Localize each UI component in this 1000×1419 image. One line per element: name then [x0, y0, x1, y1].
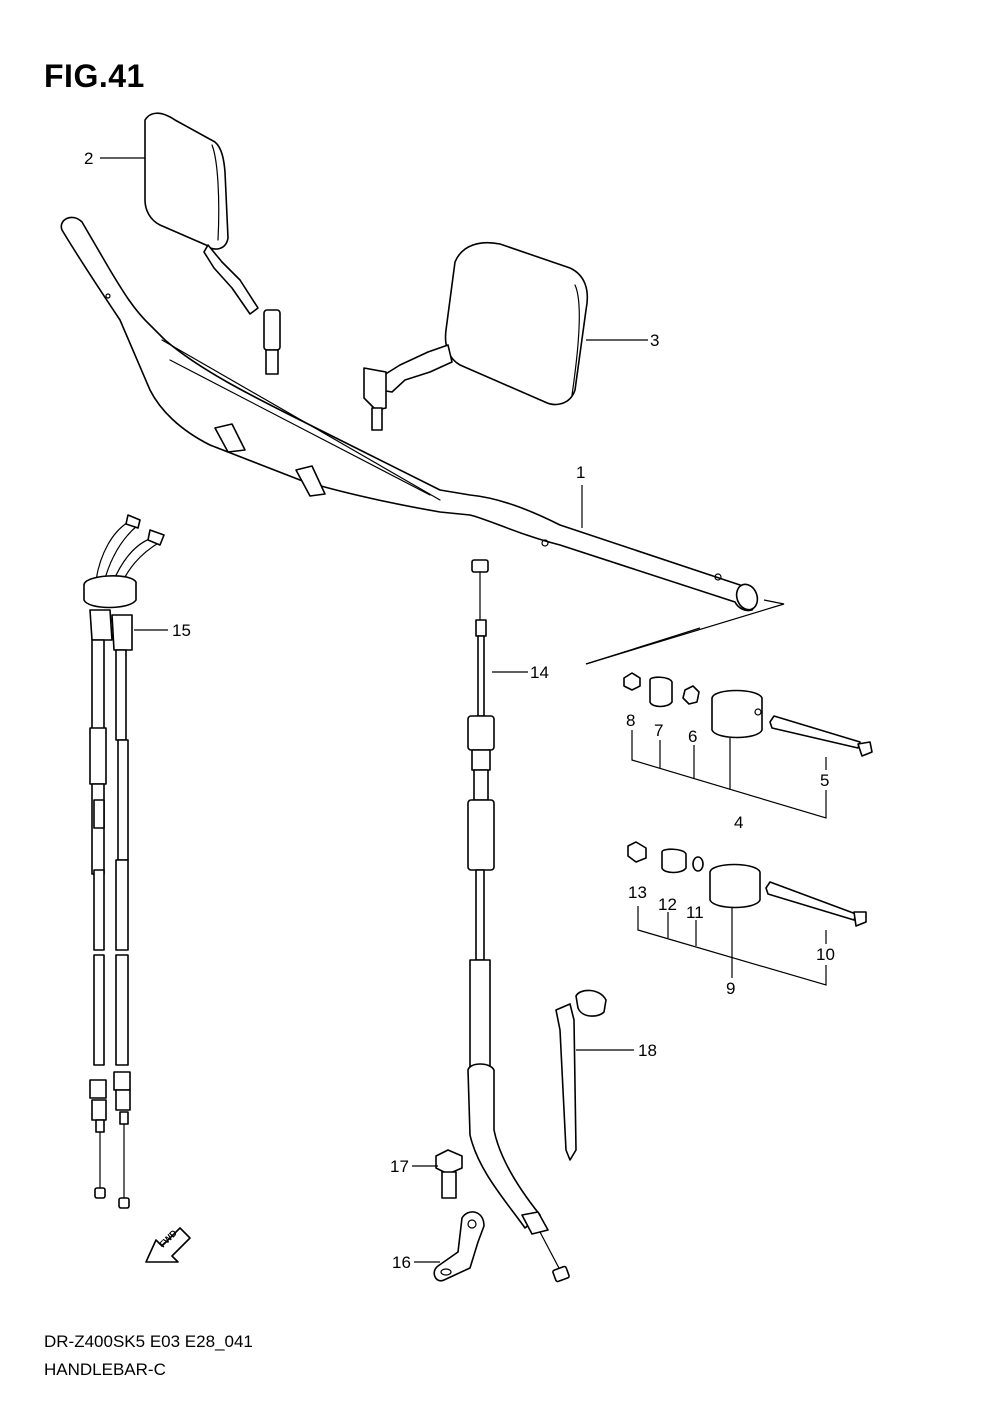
- part-handlebar[interactable]: [60, 216, 761, 612]
- part-mirror-left[interactable]: [144, 112, 281, 375]
- model-code: DR-Z400SK5 E03 E28_041: [44, 1332, 253, 1351]
- callout-1: 1: [576, 463, 585, 482]
- callout-18: 18: [638, 1041, 657, 1060]
- part-balancer-set-upper[interactable]: [623, 672, 873, 757]
- callout-8: 8: [626, 711, 635, 730]
- callout-12: 12: [658, 895, 677, 914]
- callout-14: 14: [530, 663, 549, 682]
- callout-17: 17: [390, 1157, 409, 1176]
- callout-7: 7: [654, 721, 663, 740]
- callout-11: 11: [686, 903, 704, 922]
- callout-5: 5: [820, 771, 829, 790]
- diagram-name: HANDLEBAR-C: [44, 1360, 166, 1379]
- part-clutch-cable[interactable]: [467, 559, 570, 1283]
- fwd-arrow-icon: FWD: [145, 1227, 191, 1263]
- part-bolt-17[interactable]: [435, 1149, 463, 1199]
- callout-2: 2: [84, 149, 93, 168]
- callout-9: 9: [726, 979, 735, 998]
- group-leader-lines: [585, 599, 827, 986]
- callout-6: 6: [688, 727, 697, 746]
- callout-labels: 1 2 3 4 5 6 7 8 9 10 11 12 13 14 15 16 1…: [84, 149, 835, 1272]
- callout-16: 16: [392, 1253, 411, 1272]
- callout-4: 4: [734, 813, 743, 832]
- figure-title: FIG.41: [44, 58, 145, 94]
- part-mirror-right[interactable]: [363, 241, 589, 431]
- callout-10: 10: [816, 945, 835, 964]
- callout-13: 13: [628, 883, 647, 902]
- part-throttle-cables[interactable]: [83, 514, 165, 1209]
- callout-leaders: [100, 157, 648, 1263]
- callout-3: 3: [650, 331, 659, 350]
- callout-15: 15: [172, 621, 191, 640]
- part-balancer-set-lower[interactable]: [627, 841, 867, 927]
- part-clamp-strap[interactable]: [555, 989, 607, 1161]
- part-bracket-16[interactable]: [433, 1211, 485, 1282]
